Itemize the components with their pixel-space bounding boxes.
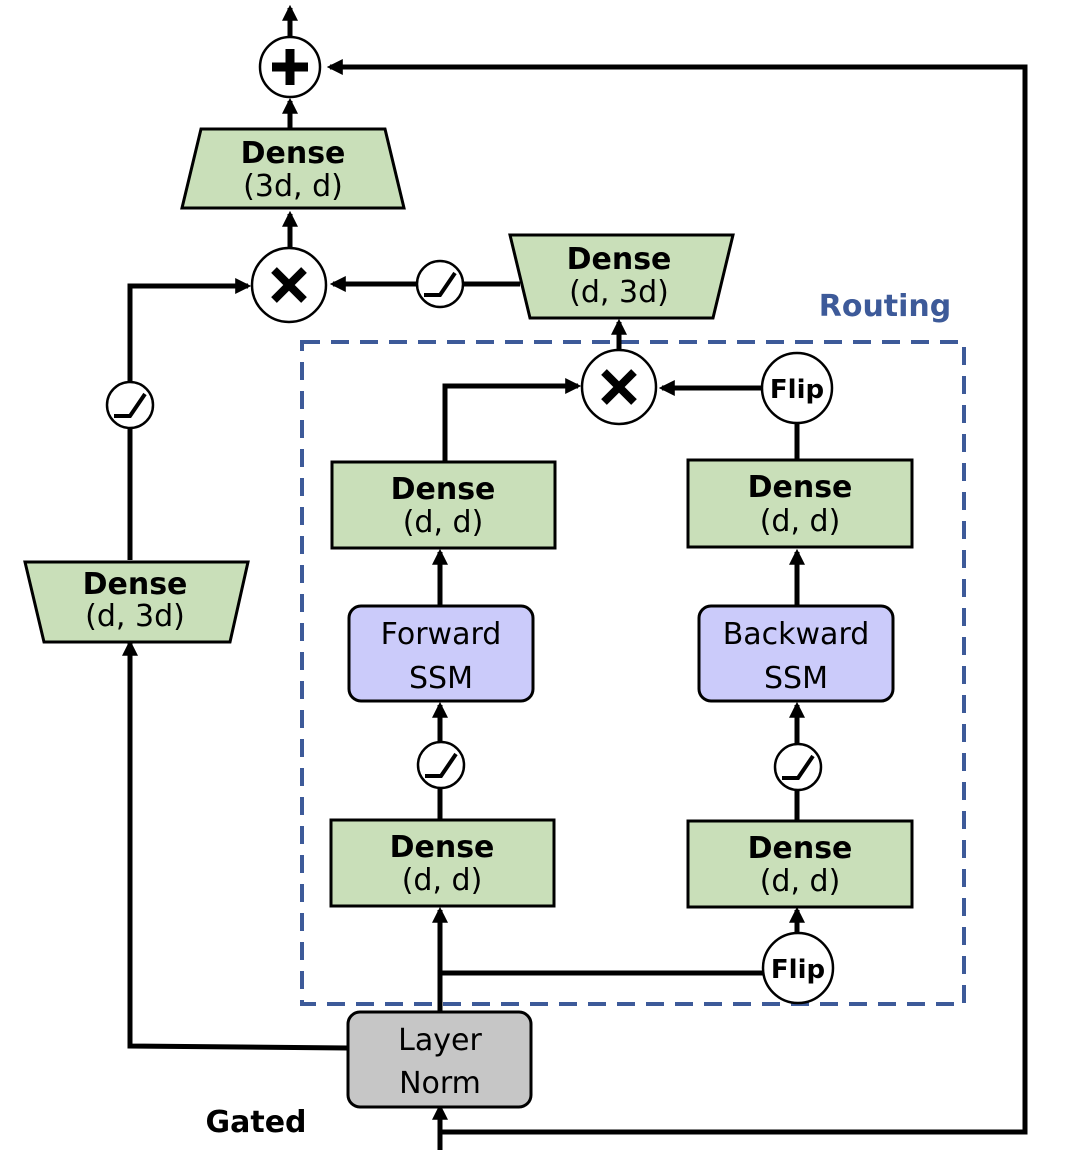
backward-ssm-line2: SSM bbox=[764, 661, 828, 696]
activation-icon-backward bbox=[773, 742, 823, 792]
dense-backward-top-block: Dense (d, d) bbox=[686, 458, 914, 549]
dense-forward-bottom-block: Dense (d, d) bbox=[329, 818, 556, 908]
add-operator bbox=[258, 35, 322, 99]
activation-icon-proj bbox=[415, 259, 465, 309]
flip-bottom: Flip bbox=[761, 931, 835, 1005]
flip-top: Flip bbox=[760, 351, 834, 425]
forward-ssm-line1: Forward bbox=[381, 617, 502, 652]
dense-backward-top-dims: (d, d) bbox=[760, 504, 841, 539]
dense-forward-top-dims: (d, d) bbox=[403, 505, 484, 540]
dense-proj-dims: (d, 3d) bbox=[569, 275, 669, 310]
dense-forward-bottom-dims: (d, d) bbox=[402, 863, 483, 898]
forward-ssm-line2: SSM bbox=[409, 661, 473, 696]
dense-proj-title: Dense bbox=[567, 242, 672, 277]
dense-forward-top-title: Dense bbox=[391, 472, 496, 507]
dense-forward-bottom-title: Dense bbox=[390, 830, 495, 865]
dense-backward-top-title: Dense bbox=[748, 470, 853, 505]
dense-gate-title: Dense bbox=[83, 567, 188, 602]
routing-region bbox=[300, 340, 966, 1006]
fwd-to-multiply-wire bbox=[442, 377, 582, 462]
dense-backward-bottom-title: Dense bbox=[748, 831, 853, 866]
gate-branch-wire bbox=[121, 639, 349, 1051]
routing-multiply-operator bbox=[580, 348, 658, 426]
backward-ssm-block: Backward SSM bbox=[697, 604, 895, 703]
gated-label: Gated bbox=[205, 1105, 306, 1140]
forward-ssm-block: Forward SSM bbox=[347, 604, 535, 703]
layer-norm-line1: Layer bbox=[398, 1023, 482, 1058]
dense-backward-bottom-block: Dense (d, d) bbox=[686, 819, 914, 909]
dense-gate-dims: (d, 3d) bbox=[85, 599, 185, 634]
layer-norm-block: Layer Norm bbox=[346, 1010, 533, 1109]
backward-ssm-line1: Backward bbox=[723, 617, 870, 652]
dense-backward-bottom-dims: (d, d) bbox=[760, 864, 841, 899]
dense-proj-block: Dense (d, 3d) bbox=[508, 233, 735, 320]
activation-icon-forward bbox=[416, 740, 466, 790]
activation-icon-gate bbox=[105, 380, 155, 430]
dense-output-dims: (3d, d) bbox=[243, 169, 343, 204]
dense-forward-top-block: Dense (d, d) bbox=[330, 460, 557, 550]
dense-output-title: Dense bbox=[241, 136, 346, 171]
layer-norm-line2: Norm bbox=[399, 1066, 481, 1101]
routing-label: Routing bbox=[819, 289, 952, 324]
dense-output-block: Dense (3d, d) bbox=[180, 127, 406, 210]
flip-bottom-label: Flip bbox=[771, 955, 825, 985]
gate-multiply-operator bbox=[250, 246, 328, 324]
residual-wire bbox=[326, 58, 1028, 1135]
gate-to-multiply-wire bbox=[127, 277, 252, 560]
flip-top-label: Flip bbox=[770, 375, 824, 405]
dense-gate-block: Dense (d, 3d) bbox=[23, 560, 250, 644]
